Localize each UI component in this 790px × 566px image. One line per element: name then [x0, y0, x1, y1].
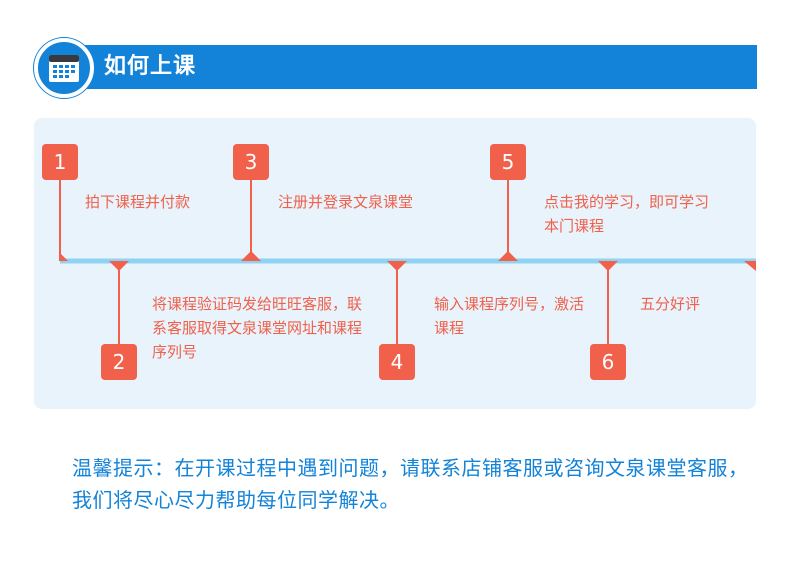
page-title: 如何上课 [104, 54, 197, 79]
pointer-4 [387, 261, 407, 271]
pointer-2 [109, 261, 129, 271]
step-4-text: 输入课程序列号，激活课程 [434, 295, 585, 337]
step-3-badge: 3 [233, 144, 269, 180]
step-5-text: 点击我的学习，即可学习本门课程 [544, 193, 710, 235]
pointer-5 [498, 251, 518, 261]
tip-text: 温馨提示：在开课过程中遇到问题，请联系店铺客服或咨询文泉课堂客服，我们将尽心尽力… [72, 456, 749, 512]
steps-panel: 1 2 3 4 5 6 拍下课程并付款 将课程验证码发给旺旺客服，联系客服取得文… [34, 118, 756, 409]
step-6-badge: 6 [590, 344, 626, 380]
timeline [59, 180, 756, 344]
pointer-6 [598, 261, 618, 271]
step-6-text: 五分好评 [640, 295, 701, 313]
step-5-badge: 5 [490, 144, 526, 180]
step-2-text: 将课程验证码发给旺旺客服，联系客服取得文泉课堂网址和课程序列号 [152, 295, 363, 361]
pointer-3 [241, 251, 261, 261]
pointer-1 [60, 253, 68, 261]
step-3-text: 注册并登录文泉课堂 [278, 193, 414, 211]
end-arrow [744, 261, 756, 271]
step-1-badge: 1 [42, 144, 78, 180]
step-1-text: 拍下课程并付款 [85, 193, 191, 211]
step-2-badge: 2 [101, 344, 137, 380]
step-4-badge: 4 [379, 344, 415, 380]
header-bar [70, 45, 757, 89]
calendar-icon [34, 38, 94, 98]
